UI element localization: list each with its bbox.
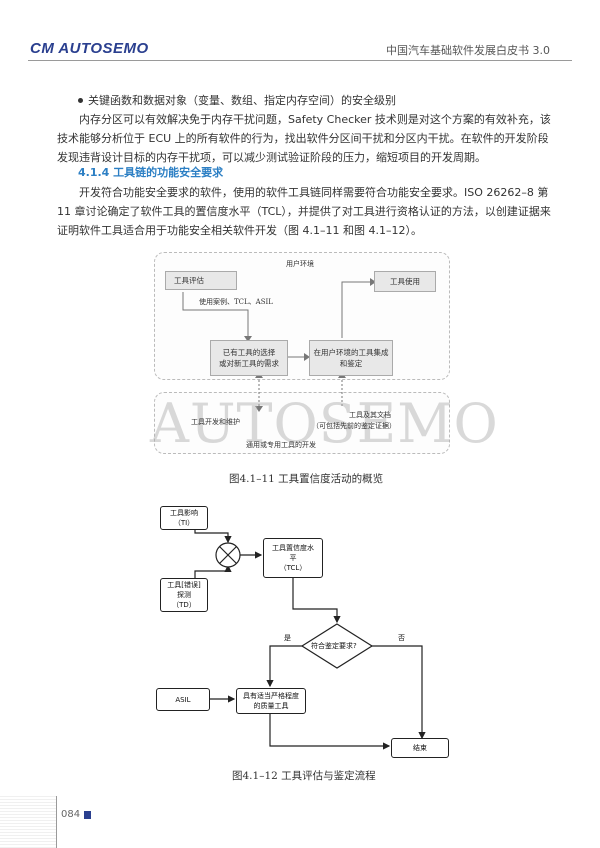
logo-text: AUTOSEMO xyxy=(58,40,149,57)
tool-confidence-level-line1: 工具置信度水 xyxy=(272,544,314,552)
no-label: 否 xyxy=(398,634,405,642)
user-environment-label: 用户环境 xyxy=(286,260,314,268)
bullet-text: 关键函数和数据对象（变量、数组、指定内存空间）的安全级别 xyxy=(88,94,396,107)
general-tool-development-label: 通用或专用工具的开发 xyxy=(246,441,316,449)
tool-integration-line1: 在用户环境的工具集成 xyxy=(313,348,389,357)
quality-tool-line2: 的质量工具 xyxy=(253,702,289,710)
logo-mark: CM xyxy=(30,40,55,57)
tool-impact-box: 工具影响 （TI） xyxy=(160,506,208,530)
page-marker-square xyxy=(84,811,91,819)
asil-label: ASIL xyxy=(175,695,191,704)
tool-usage-label: 工具使用 xyxy=(390,277,420,286)
tool-usage-box: 工具使用 xyxy=(374,271,436,292)
header-divider xyxy=(28,60,572,61)
tool-impact-abbr: （TI） xyxy=(173,519,195,527)
tool-error-detection-box: 工具[错误] 探测 （TD） xyxy=(160,578,208,612)
tool-error-detection-abbr: （TD） xyxy=(172,601,196,609)
footer-divider xyxy=(56,796,57,848)
tool-error-detection-line1: 工具[错误] xyxy=(167,581,201,589)
tool-evaluation-box: 工具评估 xyxy=(165,271,237,290)
quality-tool-line1: 具有适当严格程度 xyxy=(243,692,299,700)
header-title: 中国汽车基础软件发展白皮书 3.0 xyxy=(386,44,550,57)
tool-selection-line2: 或对新工具的需求 xyxy=(219,359,279,368)
tool-documentation-line2: （可包括先前的鉴定证据） xyxy=(312,422,396,430)
tool-documentation-line1: 工具及其文档 xyxy=(349,411,391,419)
autosemo-watermark: AUTOSEMO xyxy=(150,392,499,455)
multiply-circle-icon xyxy=(215,542,241,568)
asil-box: ASIL xyxy=(156,688,210,711)
tool-selection-line1: 已有工具的选择 xyxy=(222,348,276,357)
tool-development-label: 工具开发和维护 xyxy=(191,418,240,426)
end-label: 结束 xyxy=(413,744,427,752)
usecase-tcl-asil-label: 使用案例、TCL、ASIL xyxy=(199,298,273,306)
paragraph-toolchain: 开发符合功能安全要求的软件，使用的软件工具链同样需要符合功能安全要求。ISO 2… xyxy=(57,186,551,237)
end-box: 结束 xyxy=(391,738,449,758)
section-heading: 4.1.4 工具链的功能安全要求 xyxy=(78,166,224,179)
tool-confidence-level-line2: 平 xyxy=(289,554,297,562)
yes-label: 是 xyxy=(284,634,291,642)
tool-error-detection-line2: 探测 xyxy=(177,591,191,599)
quality-tool-box: 具有适当严格程度 的质量工具 xyxy=(236,688,306,714)
qualification-decision-diamond xyxy=(300,623,374,669)
tool-impact-label: 工具影响 xyxy=(170,509,198,517)
paragraph-memory-partition: 内存分区可以有效解决免于内存干扰问题，Safety Checker 技术则是对这… xyxy=(57,113,551,164)
tool-evaluation-label: 工具评估 xyxy=(174,276,204,285)
decision-label: 符合鉴定要求? xyxy=(311,642,357,650)
figure1-caption: 图4.1–11 工具置信度活动的概览 xyxy=(229,473,384,485)
tool-integration-line2: 和鉴定 xyxy=(339,359,363,368)
tool-selection-box: 已有工具的选择 或对新工具的需求 xyxy=(210,340,288,376)
bullet-dot-icon xyxy=(78,97,83,103)
tool-confidence-level-abbr: （TCL） xyxy=(279,564,307,572)
tool-integration-box: 在用户环境的工具集成 和鉴定 xyxy=(309,340,393,376)
page-number: 084 xyxy=(61,809,81,820)
footer-band xyxy=(0,796,56,848)
tool-confidence-level-box: 工具置信度水 平 （TCL） xyxy=(263,538,323,578)
tool-development-frame xyxy=(154,392,450,454)
figure2-caption: 图4.1–12 工具评估与鉴定流程 xyxy=(232,770,376,782)
bullet-item: 关键函数和数据对象（变量、数组、指定内存空间）的安全级别 xyxy=(78,91,558,110)
